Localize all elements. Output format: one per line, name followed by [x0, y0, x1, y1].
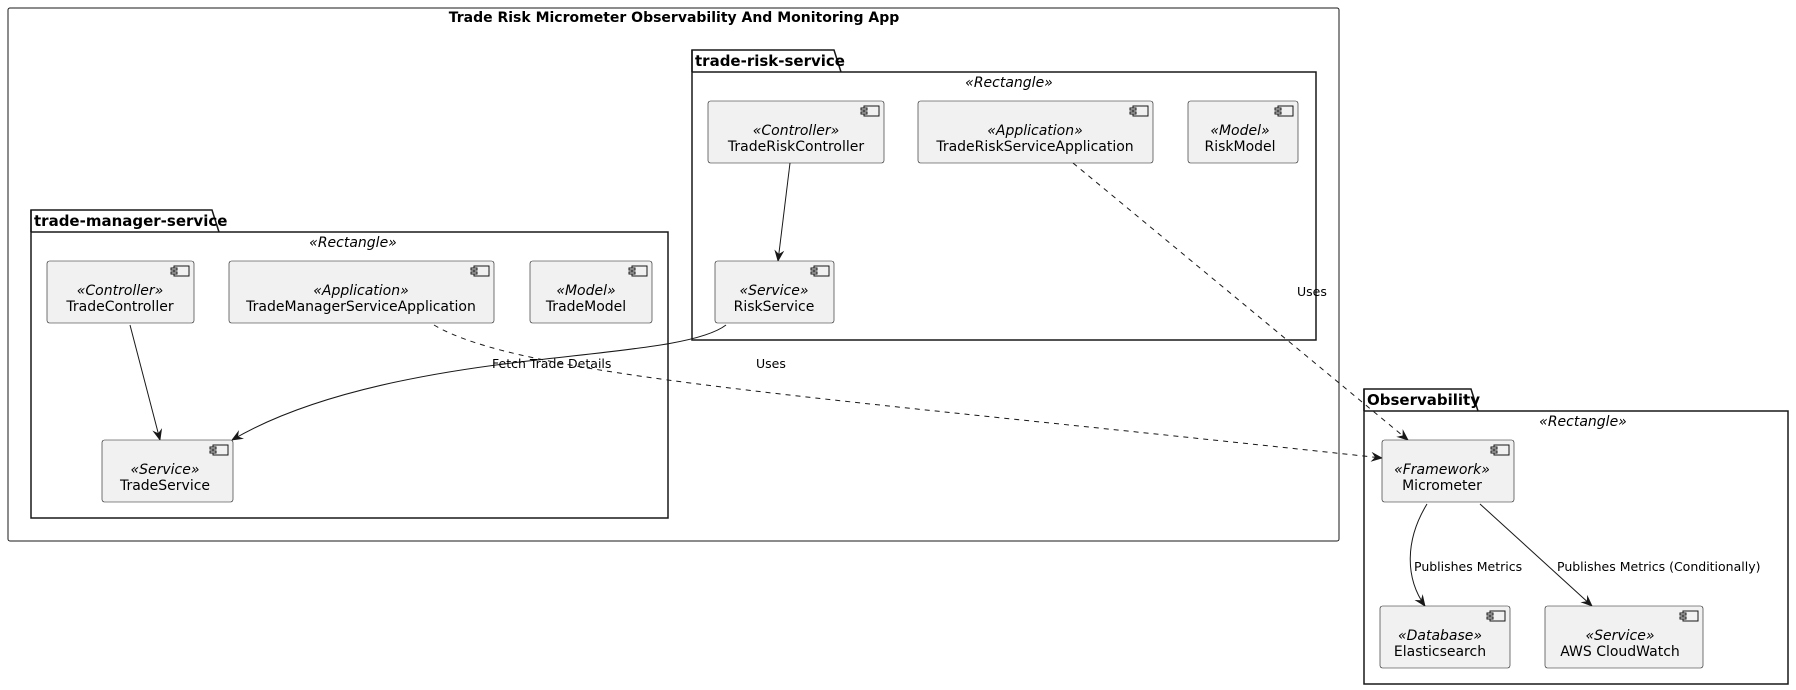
- edges: Uses Fetch Trade Details Uses Publishes …: [129, 162, 1761, 607]
- component-trade-manager-service-application[interactable]: «Application» TradeManagerServiceApplica…: [228, 260, 495, 324]
- package-name: Observability: [1367, 391, 1480, 409]
- component-name: RiskModel: [1204, 139, 1275, 155]
- app-boundary: Trade Risk Micrometer Observability And …: [7, 7, 1340, 542]
- component-stereotype: «Application»: [987, 123, 1083, 139]
- component-stereotype: «Model»: [556, 283, 615, 299]
- component-stereotype: «Database»: [1398, 628, 1482, 644]
- package-name: trade-manager-service: [34, 212, 227, 230]
- edge-label: Publishes Metrics: [1414, 559, 1522, 574]
- edge-micrometer-to-cloudwatch: [1479, 503, 1593, 607]
- component-trade-risk-service-application[interactable]: «Application» TradeRiskServiceApplicatio…: [917, 100, 1154, 164]
- component-risk-service[interactable]: «Service» RiskService: [714, 260, 835, 324]
- edge-label: Publishes Metrics (Conditionally): [1557, 559, 1761, 574]
- component-risk-model[interactable]: «Model» RiskModel: [1187, 100, 1299, 164]
- edge-manager-app-to-micrometer: [433, 324, 1383, 462]
- component-trade-model[interactable]: «Model» TradeModel: [529, 260, 653, 324]
- component-stereotype: «Service»: [130, 462, 199, 478]
- package-stereotype: «Rectangle»: [965, 75, 1053, 91]
- component-stereotype: «Application»: [313, 283, 409, 299]
- component-trade-risk-controller[interactable]: «Controller» TradeRiskController: [707, 100, 885, 164]
- package-stereotype: «Rectangle»: [1539, 414, 1627, 430]
- edge-micrometer-to-elasticsearch: [1409, 503, 1428, 607]
- component-stereotype: «Service»: [739, 283, 808, 299]
- edge-label: Uses: [756, 356, 786, 371]
- component-trade-service[interactable]: «Service» TradeService: [101, 439, 234, 503]
- diagram-title: Trade Risk Micrometer Observability And …: [449, 10, 900, 26]
- component-stereotype: «Controller»: [753, 123, 839, 139]
- edge-label: Uses: [1297, 284, 1327, 299]
- package-trade-risk-service: trade-risk-service «Rectangle»: [691, 49, 1317, 341]
- component-stereotype: «Framework»: [1394, 462, 1490, 478]
- package-trade-manager-service: trade-manager-service «Rectangle»: [30, 209, 669, 519]
- edge-tradecontroller-to-tradeservice: [129, 324, 163, 441]
- component-name: Micrometer: [1402, 478, 1482, 494]
- component-name: TradeRiskController: [727, 139, 864, 155]
- component-name: TradeModel: [545, 299, 626, 315]
- edge-label: Fetch Trade Details: [492, 356, 611, 371]
- component-name: RiskService: [734, 299, 815, 315]
- component-elasticsearch[interactable]: «Database» Elasticsearch: [1379, 605, 1511, 669]
- component-stereotype: «Model»: [1210, 123, 1269, 139]
- component-micrometer[interactable]: «Framework» Micrometer: [1381, 439, 1515, 503]
- package-name: trade-risk-service: [695, 52, 845, 70]
- edge-riskservice-to-tradeservice: [231, 324, 727, 441]
- component-stereotype: «Controller»: [77, 283, 163, 299]
- component-name: AWS CloudWatch: [1560, 644, 1680, 660]
- edge-risk-app-to-micrometer: [1072, 162, 1409, 441]
- component-aws-cloudwatch[interactable]: «Service» AWS CloudWatch: [1544, 605, 1704, 669]
- package-stereotype: «Rectangle»: [309, 235, 397, 251]
- component-trade-controller[interactable]: «Controller» TradeController: [46, 260, 195, 324]
- component-name: TradeRiskServiceApplication: [935, 139, 1133, 155]
- package-observability: Observability «Rectangle»: [1363, 388, 1789, 685]
- edge-controller-to-riskservice: [774, 162, 791, 262]
- component-stereotype: «Service»: [1585, 628, 1654, 644]
- component-name: TradeController: [65, 299, 173, 315]
- component-name: Elasticsearch: [1394, 644, 1486, 660]
- component-name: TradeManagerServiceApplication: [245, 299, 476, 315]
- component-name: TradeService: [119, 478, 210, 494]
